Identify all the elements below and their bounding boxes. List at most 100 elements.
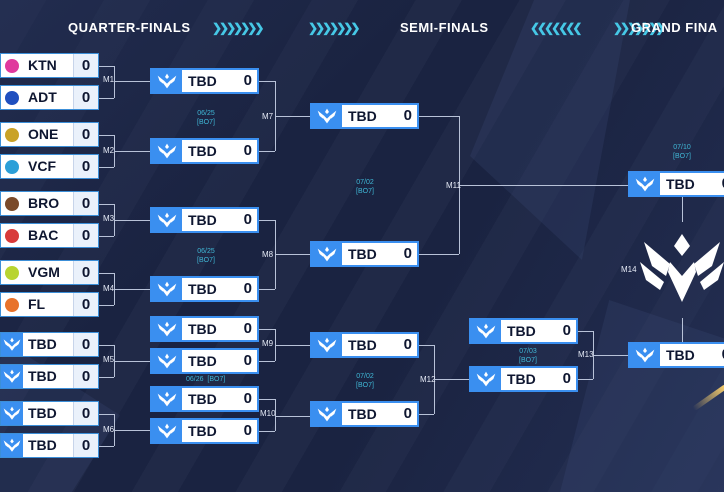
bracket-line [275,254,310,255]
team-score: 0 [73,261,98,284]
bracket-slot[interactable]: TBD 0 [150,138,259,164]
team-score: 0 [73,86,98,109]
match-date: 06/25[BO7] [197,110,215,126]
team-row[interactable]: BRO 0 [0,191,99,216]
team-row[interactable]: TBD 0 [0,332,99,357]
slot-score: 0 [562,370,571,387]
slot-score: 0 [243,320,252,337]
slot-body: TBD 0 [152,388,257,410]
slot-score: 0 [403,245,412,262]
bracket-slot[interactable]: TBD 0 [150,316,259,342]
slot-name: TBD [348,337,377,353]
bracket-line [99,345,114,346]
bracket-slot[interactable]: TBD 0 [310,401,419,427]
bac-logo-icon [1,224,23,247]
bracket-slot[interactable]: TBD 0 [469,318,578,344]
bracket-slot[interactable]: TBD 0 [310,332,419,358]
bracket-line [259,399,275,400]
slot-name: TBD [188,212,217,228]
team-score: 0 [73,155,98,178]
tbd-emblem-icon [630,344,660,366]
match-label-m13: M13 [578,350,594,359]
tbd-emblem-icon [312,105,342,127]
slot-score: 0 [562,322,571,339]
bracket-slot[interactable]: TBD 0 [150,418,259,444]
team-row[interactable]: TBD 0 [0,401,99,426]
bracket-line [275,416,310,417]
bracket-line [114,220,150,221]
bracket-slot[interactable]: TBD 0 [150,386,259,412]
team-name: TBD [28,336,57,352]
tbd-emblem-icon [312,334,342,356]
team-name: FL [28,296,46,312]
bracket-line [99,98,114,99]
tbd-emblem-icon [152,388,182,410]
bracket-slot[interactable]: TBD 0 [150,276,259,302]
bracket-line [419,254,459,255]
bracket-slot[interactable]: TBD 0 [310,241,419,267]
match-label-m4: M4 [103,284,115,293]
bracket-line [275,116,310,117]
bracket-slot[interactable]: TBD 0 [628,342,724,368]
tbd-emblem-icon [1,434,23,457]
slot-body: TBD 0 [630,344,724,366]
match-date: 07/10[BO7] [673,144,691,160]
team-name: ONE [28,126,59,142]
slot-name: TBD [188,281,217,297]
bracket-line [114,81,150,82]
team-row[interactable]: VGM 0 [0,260,99,285]
team-row[interactable]: TBD 0 [0,364,99,389]
bracket-line [593,355,628,356]
match-label-m11: M11 [446,181,461,190]
match-date: 07/02[BO7] [356,179,374,195]
team-name: VGM [28,264,60,280]
bracket-line [114,430,150,431]
slot-score: 0 [243,422,252,439]
ktn-logo-icon [1,54,23,77]
bracket-line [259,289,275,290]
league-emblem-icon [640,232,724,309]
slot-name: TBD [188,321,217,337]
bracket-slot[interactable]: TBD 0 [150,348,259,374]
bracket-slot[interactable]: TBD 0 [150,207,259,233]
bracket-line [99,204,114,205]
tbd-emblem-icon [152,209,182,231]
bracket-slot[interactable]: TBD 0 [469,366,578,392]
bracket-line [99,446,114,447]
team-name: ADT [28,89,57,105]
team-row[interactable]: VCF 0 [0,154,99,179]
slot-body: TBD 0 [152,140,257,162]
bracket-line [419,116,459,117]
vcf-logo-icon [1,155,23,178]
bracket-line [259,151,275,152]
adt-logo-icon [1,86,23,109]
slot-name: TBD [188,391,217,407]
team-row[interactable]: BAC 0 [0,223,99,248]
bracket-line [275,345,310,346]
team-row[interactable]: ONE 0 [0,122,99,147]
slot-score: 0 [243,211,252,228]
bracket-line [259,431,275,432]
team-row[interactable]: FL 0 [0,292,99,317]
bracket-slot[interactable]: TBD 0 [628,171,724,197]
slot-name: TBD [348,108,377,124]
slot-score: 0 [722,346,724,363]
team-row[interactable]: ADT 0 [0,85,99,110]
bracket-line [275,399,276,431]
match-label-m9: M9 [262,339,274,348]
bracket-line [99,414,114,415]
team-row[interactable]: KTN 0 [0,53,99,78]
bracket-line [114,361,150,362]
bracket-slot[interactable]: TBD 0 [310,103,419,129]
team-row[interactable]: TBD 0 [0,433,99,458]
bracket-line [99,135,114,136]
slot-name: TBD [666,176,695,192]
tbd-emblem-icon [152,278,182,300]
quarter-finals-header: QUARTER-FINALS [68,20,191,35]
bracket-line [459,185,628,186]
match-label-m3: M3 [103,214,115,223]
team-name: BRO [28,195,60,211]
team-score: 0 [73,333,98,356]
slot-name: TBD [507,323,536,339]
bracket-slot[interactable]: TBD 0 [150,68,259,94]
